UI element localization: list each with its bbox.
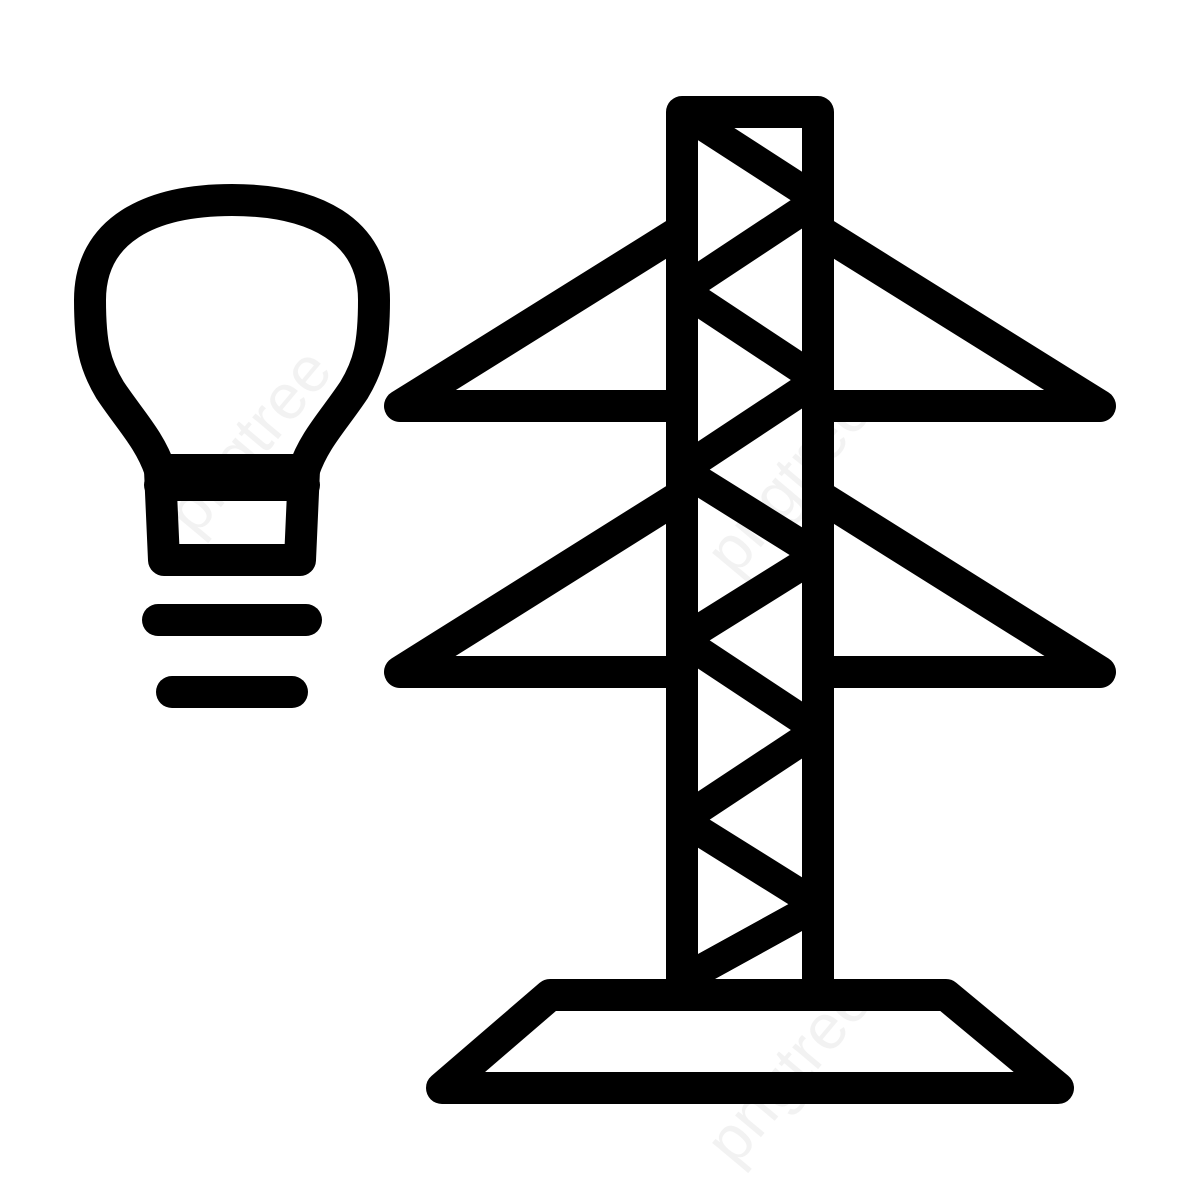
top-brace	[667, 97, 833, 215]
upper-arm-left	[384, 214, 698, 422]
upper-arm-right	[802, 214, 1116, 422]
light-bulb-icon	[74, 184, 390, 708]
lower-arm-right	[802, 479, 1116, 688]
lower-arm-left	[384, 479, 698, 688]
tower-base	[426, 979, 1074, 1104]
lattice-bottom	[667, 890, 833, 995]
lattice-bracing	[667, 185, 833, 995]
power-transmission-tower-icon	[384, 96, 1116, 1104]
bulb-glass	[74, 184, 390, 486]
